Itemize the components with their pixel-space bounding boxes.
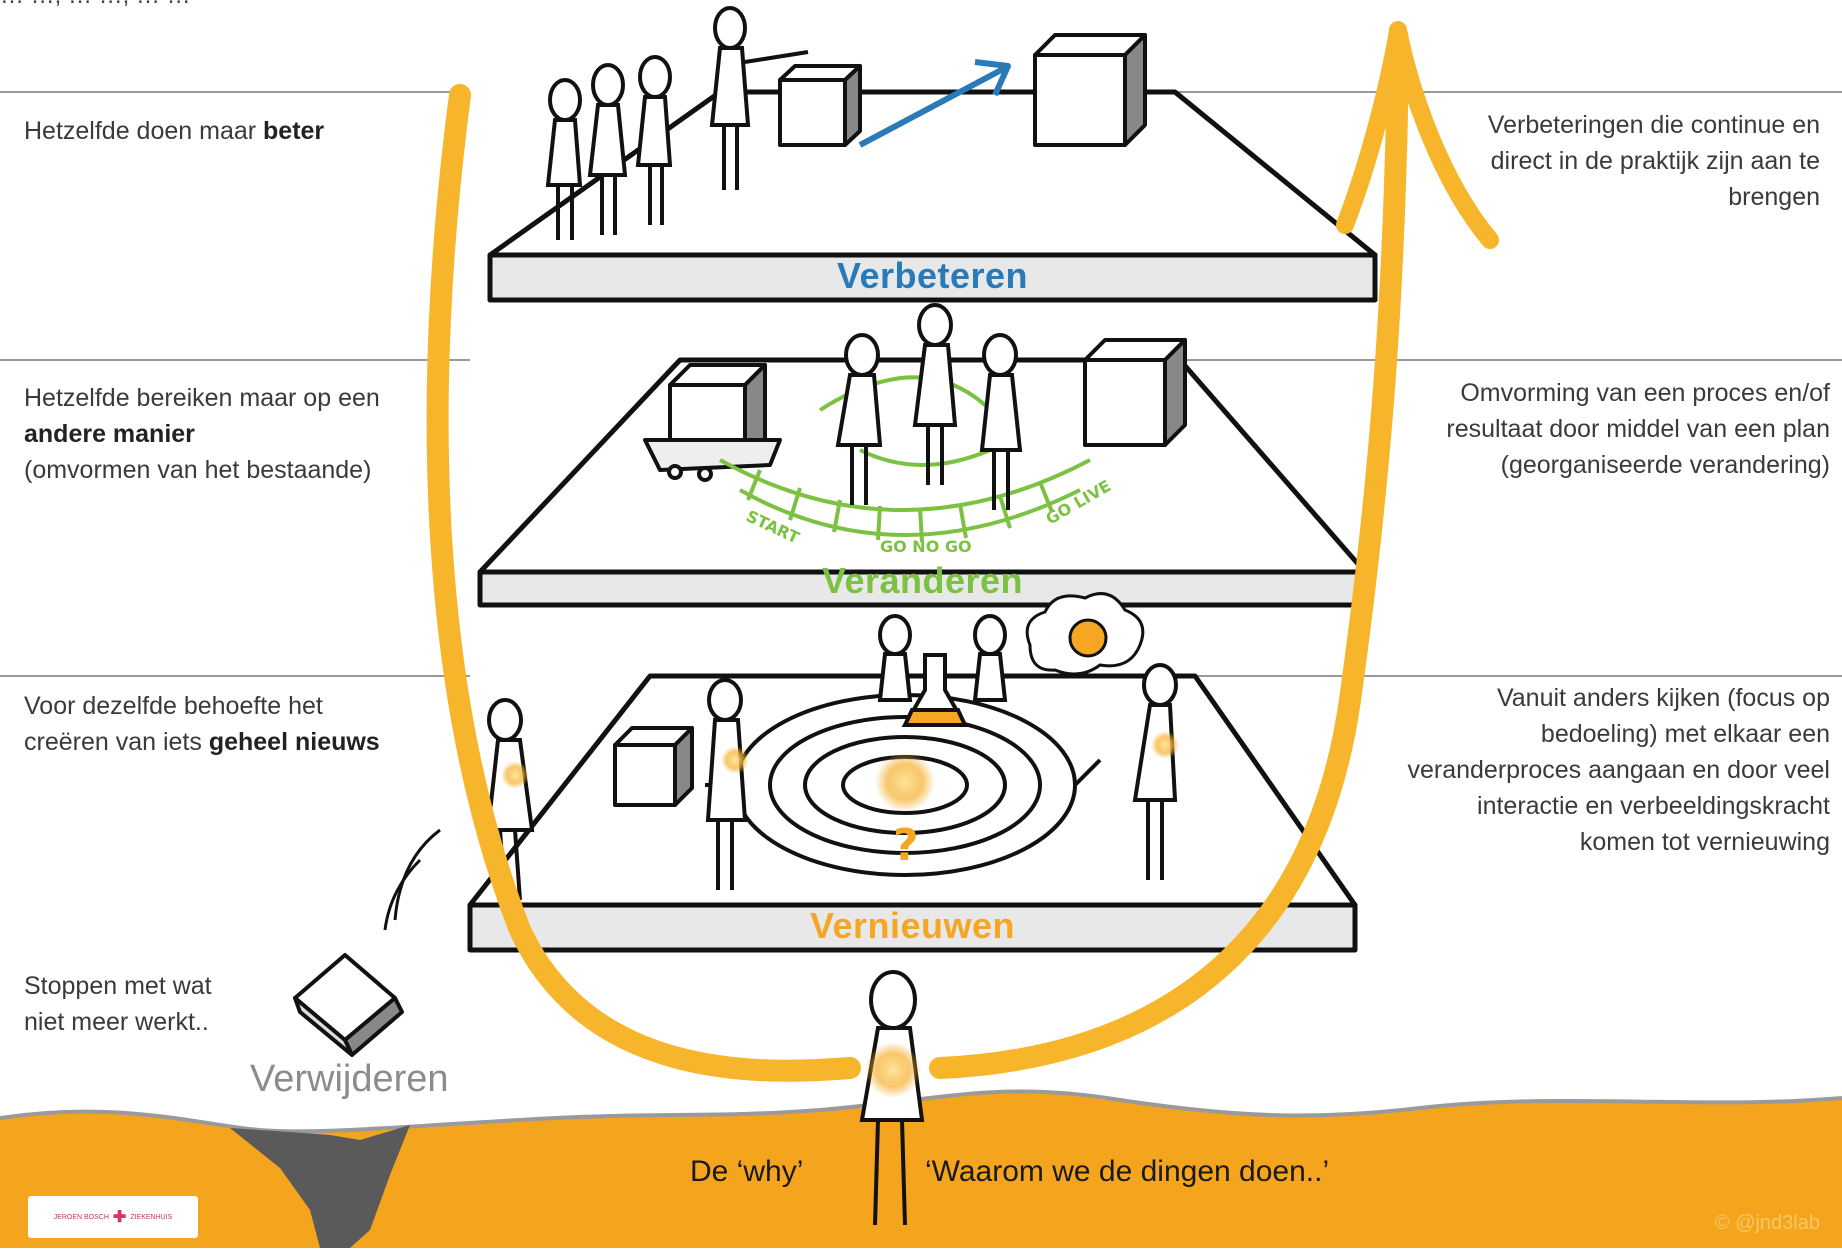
veranderen-left-text: Hetzelfde bereiken maar op een andere ma… <box>24 380 464 488</box>
why-text: ‘Waarom we de dingen doen..’ <box>925 1155 1330 1188</box>
verbeteren-left-plain: Hetzelfde doen maar <box>24 117 264 145</box>
veranderen-right-text: Omvorming van een proces en/of resultaat… <box>1380 375 1830 483</box>
layer-label-vernieuwen: Vernieuwen <box>809 905 1016 946</box>
verwijderen-line-1: Stoppen met wat <box>24 972 212 1000</box>
verbeteren-right-line-3: brengen <box>1728 183 1820 211</box>
track-label-gonogo: GO NO GO <box>880 537 972 556</box>
why-label: De ‘why’ <box>690 1155 804 1188</box>
veranderen-left-line-1: Hetzelfde bereiken maar op een <box>24 384 380 412</box>
vernieuwen-right-line-2: bedoeling) met elkaar een <box>1540 720 1830 748</box>
vernieuwen-left-bold: geheel nieuws <box>208 728 380 756</box>
veranderen-left-bold: andere manier <box>24 420 195 448</box>
verbeteren-left-bold: beter <box>263 117 325 145</box>
svg-text:?: ? <box>893 820 919 871</box>
vernieuwen-right-line-3: veranderproces aangaan en door veel <box>1407 756 1830 784</box>
veranderen-right-line-3: (georganiseerde verandering) <box>1500 451 1830 479</box>
discarded-box <box>293 953 404 1057</box>
verbeteren-right-line-2: direct in de praktijk zijn aan te <box>1490 147 1820 175</box>
vernieuwen-right-line-4: interactie en verbeeldingskracht <box>1477 792 1830 820</box>
verbeteren-right-line-1: Verbeteringen die continue en <box>1487 111 1820 139</box>
vernieuwen-left-text: Voor dezelfde behoefte het creëren van i… <box>24 688 464 760</box>
vernieuwen-left-line-2: creëren van iets <box>24 728 209 756</box>
vernieuwen-right-line-1: Vanuit anders kijken (focus op <box>1496 684 1830 712</box>
throw-motion-lines <box>383 828 441 931</box>
ground-crack <box>230 1125 410 1248</box>
hospital-logo: JEROEN BOSCH ✚ ZIEKENHUIS <box>28 1196 198 1238</box>
veranderen-right-line-2: resultaat door middel van een plan <box>1446 415 1830 443</box>
verwijderen-line-2: niet meer werkt.. <box>24 1008 209 1036</box>
verbeteren-right-text: Verbeteringen die continue en direct in … <box>1420 107 1820 215</box>
verwijderen-left-text: Stoppen met wat niet meer werkt.. <box>24 968 324 1040</box>
logo-text-left: JEROEN BOSCH <box>53 1213 109 1221</box>
watermark: © @jnd3lab <box>1714 1212 1820 1234</box>
vernieuwen-left-line-1: Voor dezelfde behoefte het <box>24 692 323 720</box>
verbeteren-left-text: Hetzelfde doen maar beter <box>24 113 464 149</box>
u-arrow <box>426 49 1409 1082</box>
platform-veranderen: START GO NO GO GO LIVE <box>477 303 1368 608</box>
u-arrow-head <box>1336 21 1499 249</box>
ground <box>0 1089 1842 1248</box>
layer-label-veranderen: Veranderen <box>821 560 1024 601</box>
verwijderen-label: Verwijderen <box>250 1058 449 1100</box>
vernieuwen-right-line-5: komen tot vernieuwing <box>1579 828 1830 856</box>
cross-icon: ✚ <box>112 1209 127 1226</box>
layer-label-verbeteren: Verbeteren <box>836 255 1029 296</box>
logo-text-right: ZIEKENHUIS <box>130 1213 173 1221</box>
separator-lines <box>0 91 1842 677</box>
veranderen-right-line-1: Omvorming van een proces en/of <box>1460 379 1830 407</box>
platform-verbeteren <box>487 6 1378 303</box>
platform-vernieuwen: ? <box>467 592 1358 953</box>
vernieuwen-right-text: Vanuit anders kijken (focus op bedoeling… <box>1360 680 1830 860</box>
veranderen-left-line-3: (omvormen van het bestaande) <box>24 456 372 484</box>
top-cut-text: … …, … …, … … <box>0 0 191 10</box>
